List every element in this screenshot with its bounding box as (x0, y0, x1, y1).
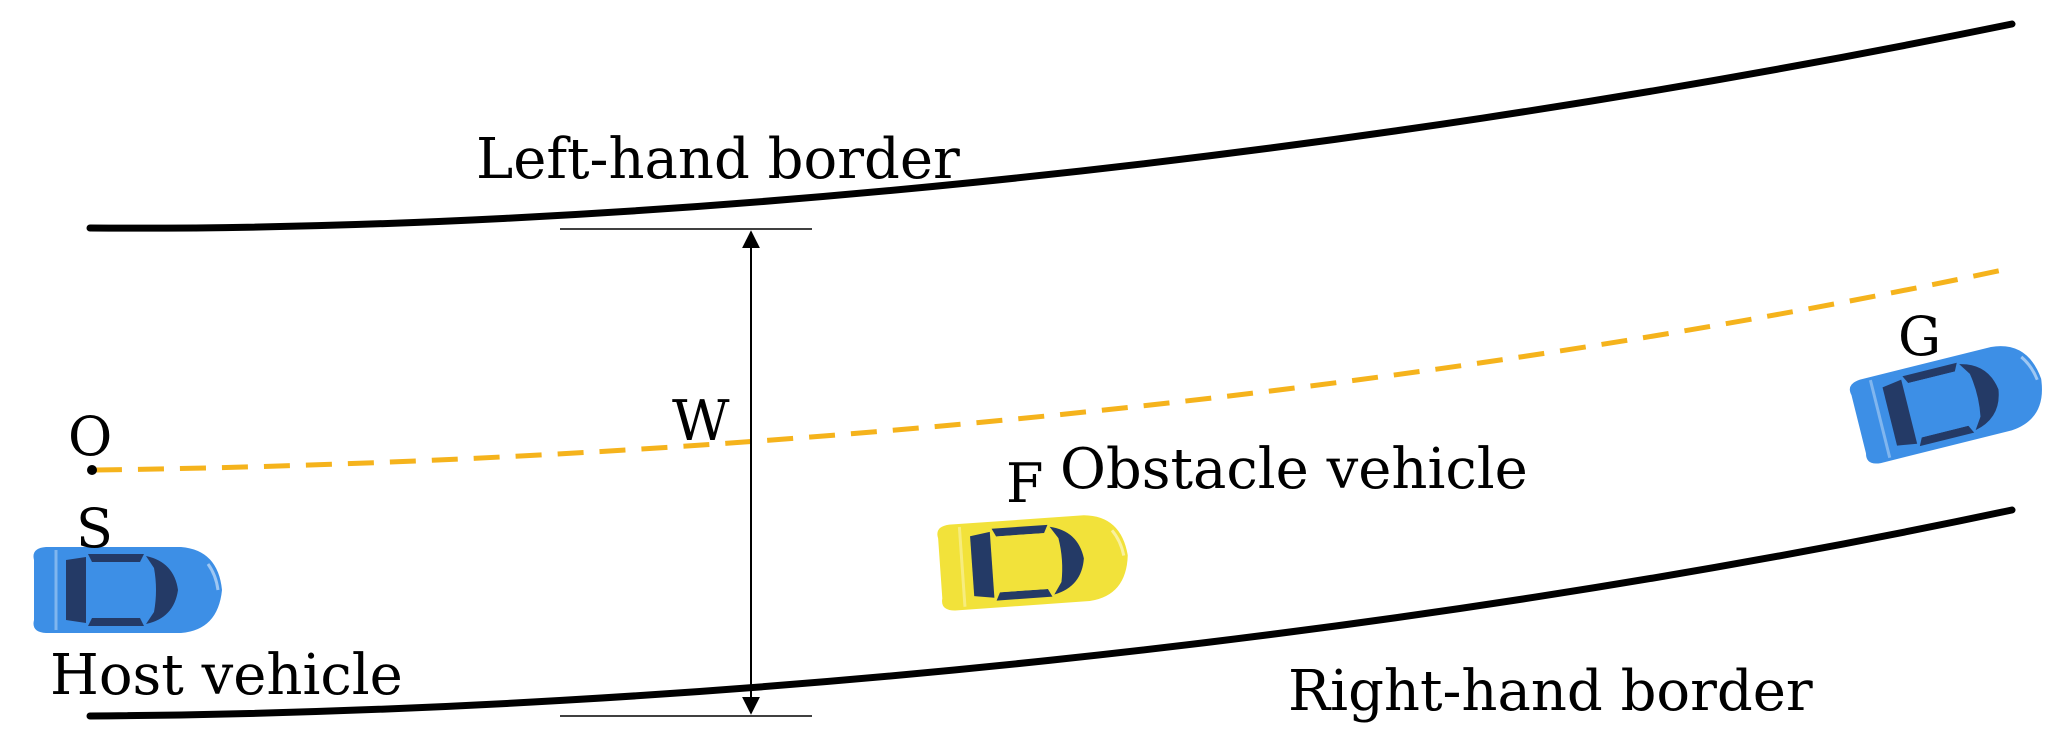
left-border-line (86, 20, 2016, 232)
start-label: S (76, 497, 113, 560)
planned-path (95, 265, 2013, 473)
width-label: W (672, 389, 730, 454)
right-border-label: Right-hand border (1288, 659, 1813, 724)
obstacle-vehicle-icon (937, 515, 1128, 611)
obstacle-vehicle-label: Obstacle vehicle (1060, 437, 1528, 502)
goal-vehicle-icon (1849, 346, 2042, 464)
left-border-label: Left-hand border (476, 127, 960, 192)
origin-label: O (68, 405, 112, 468)
origin-point (87, 465, 97, 475)
right-border-line (86, 506, 2016, 720)
obstacle-point-label: F (1006, 452, 1043, 515)
host-vehicle-icon (33, 547, 222, 633)
host-vehicle-label: Host vehicle (50, 643, 403, 708)
goal-label: G (1898, 305, 1941, 368)
